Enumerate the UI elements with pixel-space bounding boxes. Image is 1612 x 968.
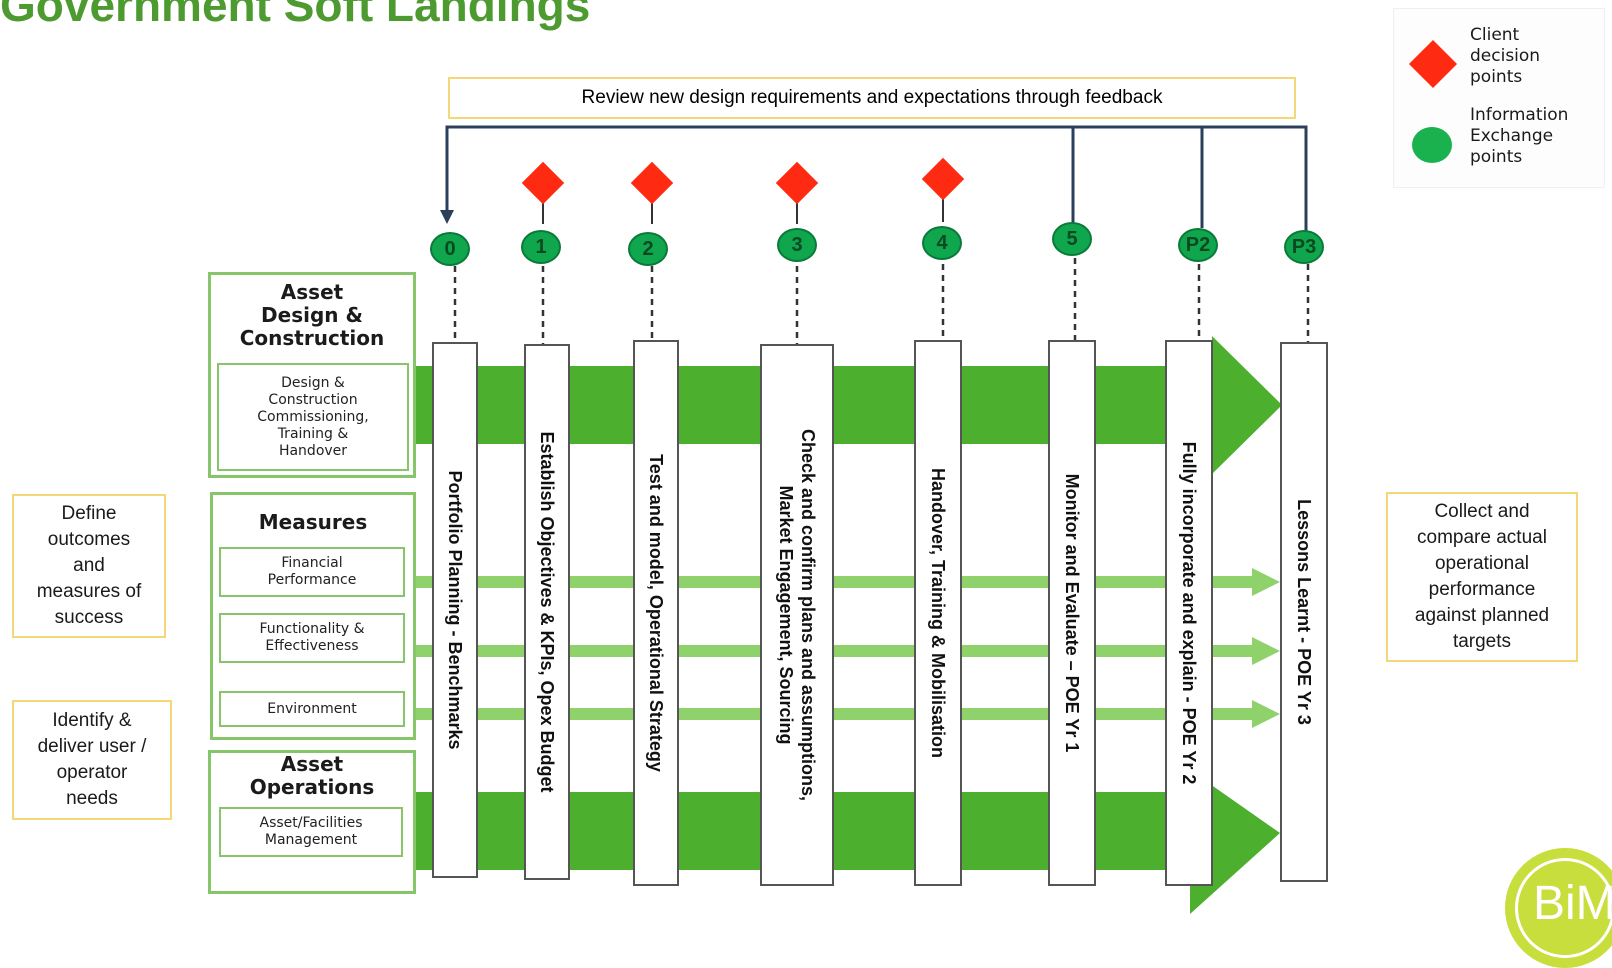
financial-performance-box: Financial Performance xyxy=(219,547,405,597)
design-construction-arrowhead xyxy=(1212,336,1282,474)
stage-box-p2: Fully incorporate and explain - POE Yr 2 xyxy=(1165,340,1213,886)
measures-group: Measures Financial Performance Functiona… xyxy=(210,492,416,740)
info-exchange-point-p3: P3 xyxy=(1284,230,1324,264)
stage-box-2: Test and model, Operational Strategy xyxy=(633,340,679,886)
stage-label-4: Handover, Training & Mobilisation xyxy=(928,467,948,759)
stage-box-5: Monitor and Evaluate – POE Yr 1 xyxy=(1048,340,1096,886)
functionality-effectiveness-box: Functionality & Effectiveness xyxy=(219,613,405,663)
stage-label-p3: Lessons Learnt - POE Yr 3 xyxy=(1294,499,1314,725)
asset-design-construction-group: Asset Design & Construction Design & Con… xyxy=(208,272,416,478)
asset-operations-title: Asset Operations xyxy=(249,752,375,799)
info-exchange-point-5: 5 xyxy=(1052,222,1092,256)
stage-box-4: Handover, Training & Mobilisation xyxy=(914,340,962,886)
legend-client-decision-label: Client decision points xyxy=(1470,25,1541,87)
feedback-loop-line xyxy=(445,125,1308,234)
information-exchange-circle-icon xyxy=(1412,127,1452,163)
asset-facilities-management-box: Asset/Facilities Management xyxy=(219,807,403,857)
bim-logo-text: BiM xyxy=(1533,877,1612,930)
info-exchange-point-0: 0 xyxy=(430,232,470,266)
info-exchange-point-1: 1 xyxy=(521,230,561,264)
stage-box-3: Check and confirm plans and assumptions,… xyxy=(760,344,834,886)
stage-label-0: Portfolio Planning - Benchmarks xyxy=(445,470,465,750)
functionality-arrowhead xyxy=(1252,637,1280,665)
legend-information-exchange-label: Information Exchange points xyxy=(1470,105,1569,167)
design-construction-sub-box: Design & Construction Commissioning, Tra… xyxy=(217,363,409,471)
financial-performance-arrowhead xyxy=(1252,568,1280,596)
environment-box: Environment xyxy=(219,691,405,727)
stage-label-3: Check and confirm plans and assumptions,… xyxy=(776,428,818,802)
stage-box-p3: Lessons Learnt - POE Yr 3 xyxy=(1280,342,1328,882)
page-title: Government Soft Landings xyxy=(0,0,591,31)
asset-design-construction-title: Asset Design & Construction xyxy=(239,280,385,350)
define-outcomes-box: Define outcomes and measures of success xyxy=(12,494,166,638)
info-exchange-point-2: 2 xyxy=(628,232,668,266)
bim-logo-ring xyxy=(1515,858,1612,958)
legend: Client decision points Information Excha… xyxy=(1393,8,1605,188)
stage-label-2: Test and model, Operational Strategy xyxy=(646,454,666,772)
info-exchange-point-4: 4 xyxy=(922,226,962,260)
info-exchange-point-p2: P2 xyxy=(1178,228,1218,262)
stage-label-5: Monitor and Evaluate – POE Yr 1 xyxy=(1062,473,1082,753)
feedback-arrowhead xyxy=(440,210,454,224)
stage-box-1: Establish Objectives & KPIs, Opex Budget xyxy=(524,344,570,880)
asset-operations-group: Asset Operations Asset/Facilities Manage… xyxy=(208,750,416,894)
collect-compare-box: Collect and compare actual operational p… xyxy=(1386,492,1578,662)
bim-logo: BiM xyxy=(1505,848,1612,968)
info-exchange-point-3: 3 xyxy=(777,228,817,262)
measures-title: Measures xyxy=(258,510,368,534)
environment-arrowhead xyxy=(1252,700,1280,728)
feedback-label-box: Review new design requirements and expec… xyxy=(448,77,1296,119)
stage-label-1: Establish Objectives & KPIs, Opex Budget xyxy=(537,431,557,793)
stage-label-p2: Fully incorporate and explain - POE Yr 2 xyxy=(1179,441,1199,785)
stage-box-0: Portfolio Planning - Benchmarks xyxy=(432,342,478,878)
identify-deliver-needs-box: Identify & deliver user / operator needs xyxy=(12,700,172,820)
